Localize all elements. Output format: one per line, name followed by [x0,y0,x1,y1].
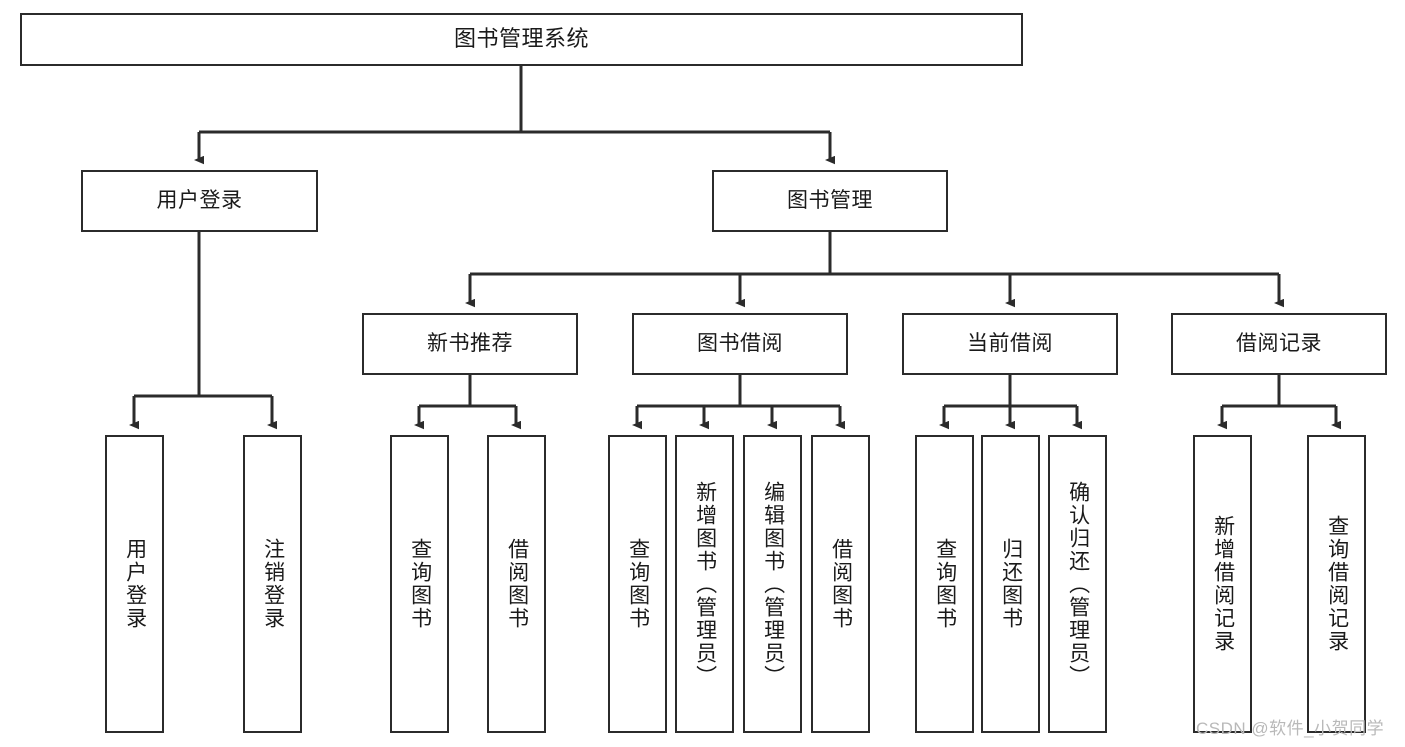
node-leaf-borrow-book-2[interactable]: 借阅图书 [811,435,870,733]
node-leaf-query-book-2[interactable]: 查询图书 [608,435,667,733]
node-leaf-add-book[interactable]: 新增图书（管理员） [675,435,734,733]
node-leaf-confirm-return[interactable]: 确认归还（管理员） [1048,435,1107,733]
node-label: 用户登录 [156,189,243,213]
node-label: 借阅图书 [505,538,529,630]
node-leaf-edit-book[interactable]: 编辑图书（管理员） [743,435,802,733]
node-label: 新增图书（管理员） [693,480,717,688]
node-label: 图书管理 [787,189,873,213]
node-leaf-query-record[interactable]: 查询借阅记录 [1307,435,1366,733]
node-root-system[interactable]: 图书管理系统 [20,13,1023,66]
node-user-login[interactable]: 用户登录 [81,170,318,232]
node-label: 查询图书 [408,538,432,630]
node-label: 查询借阅记录 [1325,515,1349,653]
node-label: 注销登录 [261,538,285,630]
node-book-manage[interactable]: 图书管理 [712,170,948,232]
node-new-book-recommend[interactable]: 新书推荐 [362,313,578,375]
node-label: 借阅记录 [1236,332,1322,356]
node-leaf-query-book-3[interactable]: 查询图书 [915,435,974,733]
node-label: 用户登录 [123,538,147,630]
node-label: 确认归还（管理员） [1066,480,1090,688]
node-label: 当前借阅 [967,332,1053,356]
node-label: 借阅图书 [829,538,853,630]
node-leaf-return-book[interactable]: 归还图书 [981,435,1040,733]
csdn-watermark: CSDN @软件_小贺同学 [1196,719,1385,738]
node-borrow-record[interactable]: 借阅记录 [1171,313,1387,375]
node-leaf-user-login[interactable]: 用户登录 [105,435,164,733]
node-label: 查询图书 [626,538,650,630]
node-label: 查询图书 [933,538,957,630]
node-book-borrow[interactable]: 图书借阅 [632,313,848,375]
node-leaf-user-logout[interactable]: 注销登录 [243,435,302,733]
node-leaf-borrow-book-1[interactable]: 借阅图书 [487,435,546,733]
node-leaf-query-book-1[interactable]: 查询图书 [390,435,449,733]
node-current-borrow[interactable]: 当前借阅 [902,313,1118,375]
node-label: 图书借阅 [697,332,783,356]
node-label: 新增借阅记录 [1211,515,1235,653]
node-label: 新书推荐 [427,332,513,356]
node-label: 图书管理系统 [453,26,589,52]
node-label: 归还图书 [999,538,1023,630]
node-label: 编辑图书（管理员） [761,480,785,688]
node-leaf-add-record[interactable]: 新增借阅记录 [1193,435,1252,733]
